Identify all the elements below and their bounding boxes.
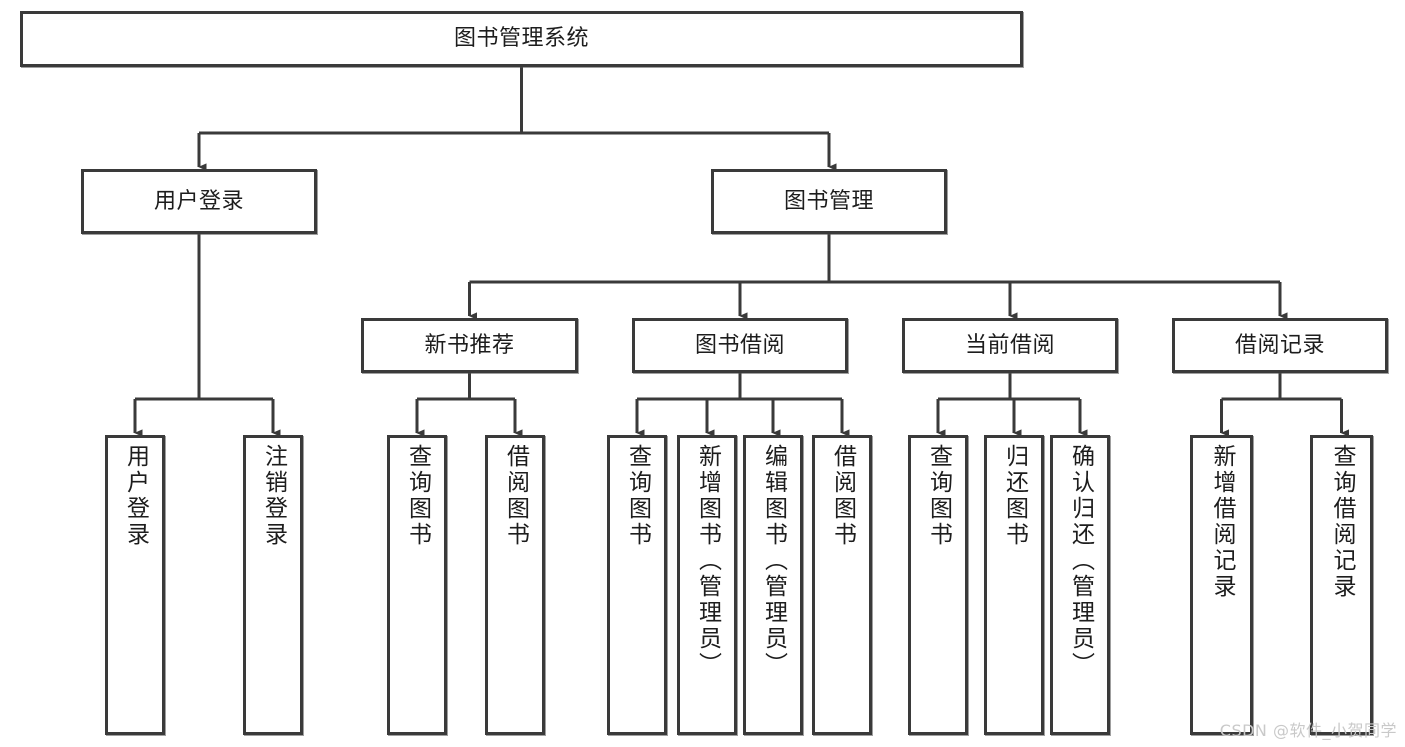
leaf-borrow-add-book-label: 新增图书（管理员）	[694, 444, 721, 678]
node-book-manage[interactable]: 图书管理	[711, 169, 947, 234]
node-new-book-recommend[interactable]: 新书推荐	[361, 318, 578, 373]
leaf-borrow-edit-book-label: 编辑图书（管理员）	[760, 444, 787, 678]
leaf-borrow-edit-book[interactable]: 编辑图书（管理员）	[743, 435, 803, 735]
leaf-recommend-borrow-book-label: 借阅图书	[502, 444, 529, 548]
leaf-current-confirm-return-label: 确认归还（管理员）	[1067, 444, 1094, 678]
node-borrow-record-label: 借阅记录	[1234, 332, 1325, 358]
leaf-current-confirm-return[interactable]: 确认归还（管理员）	[1050, 435, 1110, 735]
node-book-manage-label: 图书管理	[783, 188, 874, 214]
leaf-recommend-query-book-label: 查询图书	[404, 444, 431, 548]
node-root[interactable]: 图书管理系统	[20, 11, 1023, 67]
leaf-recommend-borrow-book[interactable]: 借阅图书	[485, 435, 545, 735]
leaf-current-return-book-label: 归还图书	[1001, 444, 1028, 548]
node-current-borrow-label: 当前借阅	[964, 332, 1055, 358]
leaf-current-query-book-label: 查询图书	[925, 444, 952, 548]
leaf-record-add[interactable]: 新增借阅记录	[1190, 435, 1253, 735]
leaf-record-add-label: 新增借阅记录	[1209, 444, 1235, 600]
leaf-recommend-query-book[interactable]: 查询图书	[387, 435, 447, 735]
leaf-borrow-do-borrow[interactable]: 借阅图书	[812, 435, 872, 735]
node-new-book-recommend-label: 新书推荐	[424, 332, 515, 358]
leaf-user-login-label: 用户登录	[122, 444, 149, 548]
leaf-user-logout[interactable]: 注销登录	[243, 435, 303, 735]
node-current-borrow[interactable]: 当前借阅	[902, 318, 1118, 373]
leaf-record-query[interactable]: 查询借阅记录	[1310, 435, 1373, 735]
leaf-user-logout-label: 注销登录	[260, 444, 287, 548]
leaf-borrow-query-book-label: 查询图书	[624, 444, 651, 548]
leaf-borrow-add-book[interactable]: 新增图书（管理员）	[677, 435, 737, 735]
node-user-login[interactable]: 用户登录	[81, 169, 317, 234]
node-book-borrow-label: 图书借阅	[694, 332, 785, 358]
leaf-current-query-book[interactable]: 查询图书	[908, 435, 968, 735]
node-user-login-label: 用户登录	[153, 188, 244, 214]
leaf-borrow-do-borrow-label: 借阅图书	[829, 444, 856, 548]
leaf-user-login[interactable]: 用户登录	[105, 435, 165, 735]
leaf-record-query-label: 查询借阅记录	[1329, 444, 1355, 600]
node-book-borrow[interactable]: 图书借阅	[632, 318, 848, 373]
leaf-current-return-book[interactable]: 归还图书	[984, 435, 1044, 735]
node-root-label: 图书管理系统	[453, 26, 589, 52]
node-borrow-record[interactable]: 借阅记录	[1172, 318, 1388, 373]
leaf-borrow-query-book[interactable]: 查询图书	[607, 435, 667, 735]
